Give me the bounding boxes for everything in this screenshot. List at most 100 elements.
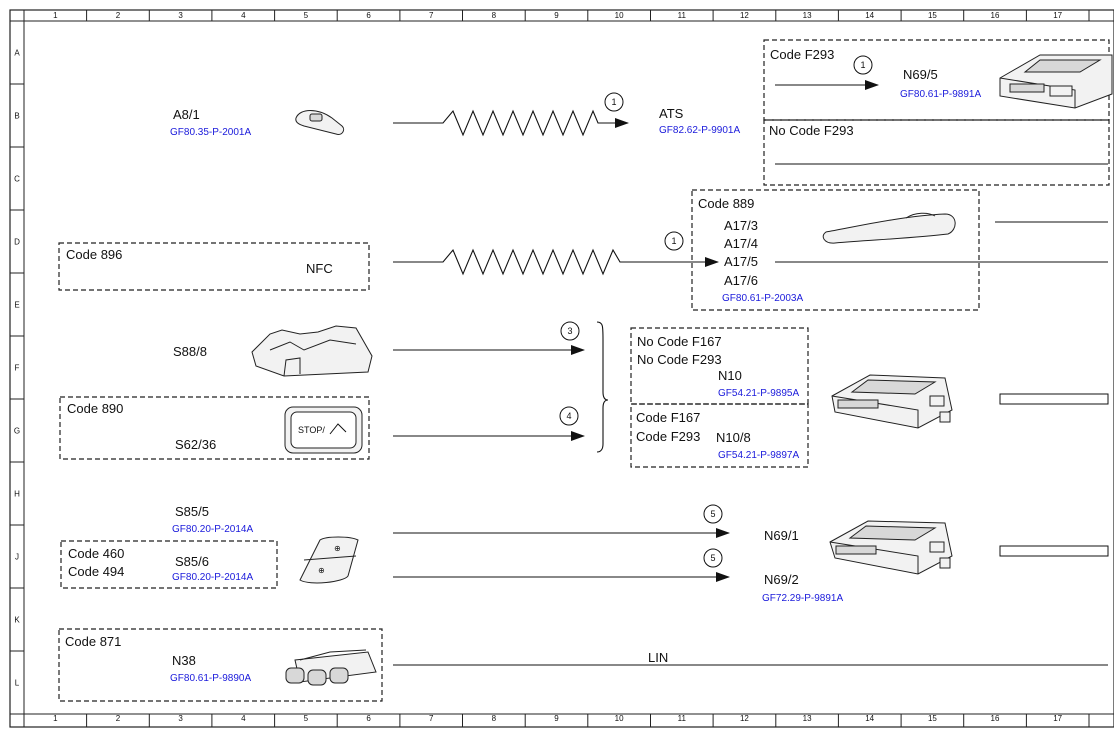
n69-5-ref: GF80.61-P-9891A bbox=[900, 89, 981, 100]
grid-column-label: 13 bbox=[803, 11, 812, 20]
n10-label: N10 bbox=[718, 368, 742, 383]
grid-column-label: 1 bbox=[53, 11, 58, 20]
a17-4-label: A17/4 bbox=[724, 236, 758, 251]
grid-column-label: 11 bbox=[678, 714, 687, 723]
control-unit-n69-5-icon bbox=[999, 54, 1113, 109]
svg-text:⊕: ⊕ bbox=[334, 544, 341, 553]
grid-row-label: L bbox=[15, 679, 20, 688]
grid-column-label: 15 bbox=[928, 714, 937, 723]
key-fob-icon bbox=[295, 110, 345, 135]
code-460-494-box bbox=[60, 540, 278, 589]
s62-36-label: S62/36 bbox=[175, 437, 216, 452]
grid-row-label: A bbox=[14, 49, 20, 58]
signal-4 bbox=[559, 406, 579, 426]
control-unit-n69-icon bbox=[829, 520, 953, 575]
code-889-box bbox=[691, 189, 980, 311]
signal-1-ats bbox=[604, 92, 624, 112]
grid-column-label: 9 bbox=[554, 714, 559, 723]
signal-1-n69-5-label: 1 bbox=[860, 60, 865, 70]
a8-1-ref: GF80.35-P-2001A bbox=[170, 127, 251, 138]
n69-2-label: N69/2 bbox=[764, 572, 799, 587]
seat-lock-switch-icon: ⊕ ⊕ bbox=[299, 536, 359, 584]
lin-label: LIN bbox=[648, 650, 668, 665]
grid-column-label: 4 bbox=[241, 11, 246, 20]
n69-5-label: N69/5 bbox=[903, 67, 938, 82]
signal-4-label: 4 bbox=[566, 411, 571, 421]
ats-ref: GF82.62-P-9901A bbox=[659, 125, 740, 136]
n10-connector-bar bbox=[999, 393, 1109, 405]
no-code-f293-box bbox=[763, 119, 1110, 186]
ats-label: ATS bbox=[659, 106, 684, 121]
code-871-box bbox=[58, 628, 383, 702]
s88-8-label: S88/8 bbox=[173, 344, 207, 359]
grid-column-label: 17 bbox=[1053, 714, 1062, 723]
n38-label: N38 bbox=[172, 653, 196, 668]
a17-ref: GF80.61-P-2003A bbox=[722, 293, 803, 304]
no-code-f293-label-2: No Code F293 bbox=[637, 352, 722, 367]
grid-column-label: 16 bbox=[991, 11, 1000, 20]
grid-column-label: 9 bbox=[554, 11, 559, 20]
no-code-f293-label: No Code F293 bbox=[769, 123, 854, 138]
a17-3-label: A17/3 bbox=[724, 218, 758, 233]
grid-column-label: 5 bbox=[304, 714, 309, 723]
grid-column-label: 2 bbox=[116, 11, 121, 20]
ats-wireless-link bbox=[393, 109, 629, 137]
grid-row-label: K bbox=[14, 616, 20, 625]
code-f293-label-2: Code F293 bbox=[636, 429, 700, 444]
code-890-box bbox=[59, 396, 370, 460]
s85-6-ref: GF80.20-P-2014A bbox=[172, 572, 253, 583]
code-890-label: Code 890 bbox=[67, 401, 123, 416]
grid-column-label: 1 bbox=[53, 714, 58, 723]
grid-column-label: 6 bbox=[366, 11, 371, 20]
signal-5-upper bbox=[703, 504, 723, 524]
switch-panel-s88-8-icon bbox=[251, 325, 373, 377]
grid-column-label: 12 bbox=[740, 11, 749, 20]
signal-brace bbox=[596, 321, 609, 453]
signal-1-ats-label: 1 bbox=[611, 97, 616, 107]
grid-column-label: 7 bbox=[429, 714, 434, 723]
grid-column-label: 14 bbox=[865, 714, 874, 723]
signal-1-nfc-label: 1 bbox=[671, 236, 676, 246]
nfc-wireless-link bbox=[393, 248, 719, 276]
code-896-box bbox=[58, 242, 370, 291]
grid-column-label: 3 bbox=[178, 714, 183, 723]
grid-row-label: B bbox=[14, 112, 19, 121]
grid-column-label: 11 bbox=[678, 11, 687, 20]
signal-5-lower bbox=[703, 548, 723, 568]
s85-5-ref: GF80.20-P-2014A bbox=[172, 524, 253, 535]
grid-column-label: 3 bbox=[178, 11, 183, 20]
n10-ref: GF54.21-P-9895A bbox=[718, 388, 799, 399]
code-f293-label: Code F293 bbox=[770, 47, 834, 62]
signal-1-n69-5 bbox=[853, 55, 873, 75]
grid-column-label: 12 bbox=[740, 714, 749, 723]
signal-1-nfc bbox=[664, 231, 684, 251]
n69-1-label: N69/1 bbox=[764, 528, 799, 543]
grid-row-label: G bbox=[14, 427, 20, 436]
s85-5-label: S85/5 bbox=[175, 504, 209, 519]
code-460-label: Code 460 bbox=[68, 546, 124, 561]
n69-2-ref: GF72.29-P-9891A bbox=[762, 593, 843, 604]
grid-column-label: 7 bbox=[429, 11, 434, 20]
signal-5-upper-label: 5 bbox=[710, 509, 715, 519]
grid-column-label: 17 bbox=[1053, 11, 1062, 20]
grid-column-label: 4 bbox=[241, 714, 246, 723]
a17-5-label: A17/5 bbox=[724, 254, 758, 269]
signal-5-lower-label: 5 bbox=[710, 553, 715, 563]
grid-row-label: E bbox=[14, 301, 19, 310]
grid-column-label: 16 bbox=[991, 714, 1000, 723]
grid-row-label: D bbox=[14, 238, 20, 247]
n10-8-label: N10/8 bbox=[716, 430, 751, 445]
door-handle-icon bbox=[822, 212, 956, 244]
grid-column-label: 5 bbox=[304, 11, 309, 20]
code-f167-label: Code F167 bbox=[636, 410, 700, 425]
a17-6-label: A17/6 bbox=[724, 273, 758, 288]
grid-column-label: 6 bbox=[366, 714, 371, 723]
grid-column-label: 10 bbox=[615, 714, 624, 723]
stop-start-switch-icon: STOP/ bbox=[284, 406, 363, 454]
diagram-frame bbox=[9, 9, 1114, 728]
code-871-label: Code 871 bbox=[65, 634, 121, 649]
n69-connector-bar bbox=[999, 545, 1109, 557]
